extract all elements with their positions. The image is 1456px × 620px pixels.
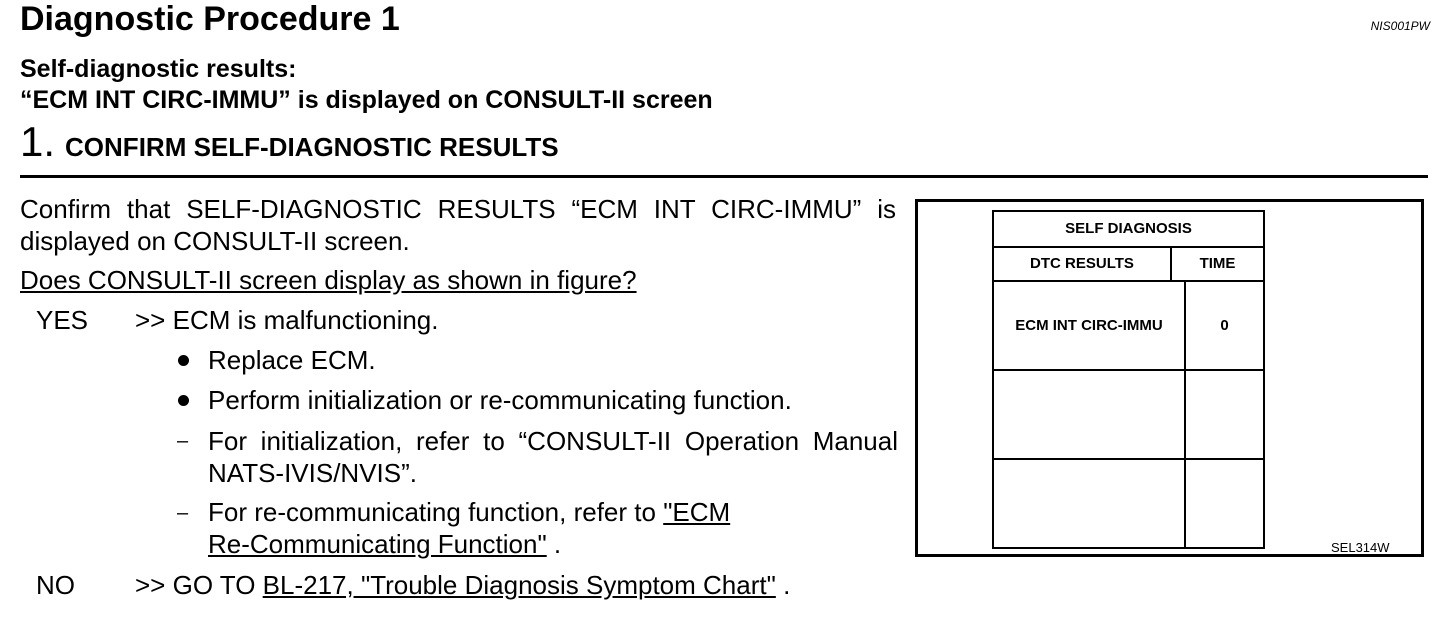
ecm-recommunicating-link[interactable]: "ECM <box>663 497 731 527</box>
page-title: Diagnostic Procedure 1 <box>20 0 400 38</box>
table-divider <box>1170 246 1172 281</box>
bullet-icon <box>178 355 189 366</box>
table-divider <box>994 458 1263 460</box>
context-line-1: Self-diagnostic results: <box>20 55 297 83</box>
yes-label: YES <box>36 305 89 335</box>
no-prefix: GO TO <box>172 570 263 600</box>
dash-icon: – <box>177 430 189 452</box>
dtc-result-cell: ECM INT CIRC-IMMU <box>1015 317 1163 334</box>
dash-item-recommunicating-cont: Re-Communicating Function" . <box>208 529 561 560</box>
yes-result-text: ECM is malfunctioning. <box>172 305 439 335</box>
context-line-2: “ECM INT CIRC-IMMU” is displayed on CONS… <box>20 86 713 114</box>
figure-code: SEL314W <box>1331 540 1390 555</box>
yes-arrow: >> <box>135 305 166 335</box>
no-arrow: >> <box>135 570 166 600</box>
bullet-item-perform: Perform initialization or re-communicati… <box>208 385 792 415</box>
trouble-diagnosis-link[interactable]: BL-217, "Trouble Diagnosis Symptom Chart… <box>262 570 776 600</box>
screen-title: SELF DIAGNOSIS <box>1065 220 1192 237</box>
consult-screen-table: SELF DIAGNOSIS DTC RESULTS TIME ECM INT … <box>992 210 1265 549</box>
table-divider <box>994 280 1263 282</box>
dtc-time-cell: 0 <box>1220 317 1229 334</box>
table-divider <box>994 369 1263 371</box>
ecm-recommunicating-link-cont[interactable]: Re-Communicating Function" <box>208 529 547 559</box>
dash-item-suffix: . <box>546 529 562 559</box>
dash-item-recommunicating: For re-communicating function, refer to … <box>208 497 730 528</box>
no-label: NO <box>36 570 75 600</box>
step-title: CONFIRM SELF-DIAGNOSTIC RESULTS <box>65 132 559 162</box>
yes-result: >> ECM is malfunctioning. <box>135 305 439 336</box>
dash-item-prefix: For re-communicating function, refer to <box>208 497 664 527</box>
bullet-item-replace: Replace ECM. <box>208 345 376 375</box>
column-header-results: DTC RESULTS <box>1030 255 1134 272</box>
dash-item-initialization: For initialization, refer to “CONSULT-II… <box>208 426 898 488</box>
step-number: 1. <box>20 118 56 165</box>
figure-frame <box>915 199 1424 557</box>
no-result: >> GO TO BL-217, "Trouble Diagnosis Symp… <box>135 570 790 601</box>
no-suffix: . <box>775 570 791 600</box>
column-header-time: TIME <box>1199 255 1236 272</box>
bullet-icon <box>178 395 189 406</box>
question-text: Does CONSULT-II screen display as shown … <box>20 265 637 295</box>
step-heading: 1. CONFIRM SELF-DIAGNOSTIC RESULTS <box>20 118 559 166</box>
dash-icon: – <box>177 502 189 524</box>
table-divider <box>1184 281 1186 547</box>
instruction-paragraph: Confirm that SELF-DIAGNOSTIC RESULTS “EC… <box>20 194 896 256</box>
section-divider <box>20 175 1428 178</box>
document-code: NIS001PW <box>1370 19 1430 33</box>
table-divider <box>994 246 1263 248</box>
